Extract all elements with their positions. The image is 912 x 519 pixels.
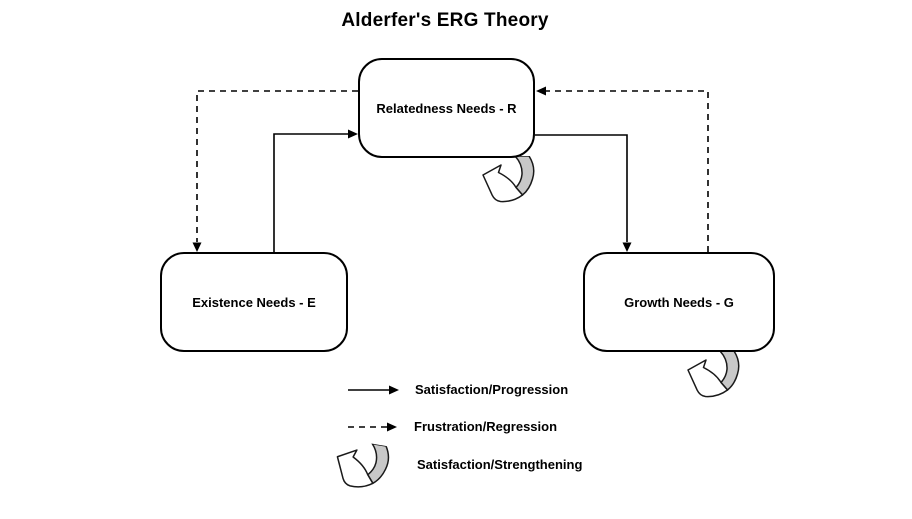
- arrowhead-right-icon: [348, 129, 358, 139]
- arrowhead-down-icon: [192, 242, 202, 252]
- curl-arrow-icon: [332, 437, 392, 493]
- arrowhead-down-icon: [622, 242, 632, 252]
- arrow-relatedness-to-existence: [192, 90, 358, 252]
- node-existence-label: Existence Needs - E: [192, 294, 316, 310]
- diagram-title: Alderfer's ERG Theory: [341, 10, 549, 31]
- legend-label-satisfaction-strengthening: Satisfaction/Strengthening: [417, 457, 583, 472]
- node-growth: Growth Needs - G: [583, 252, 775, 352]
- curl-arrow-growth: [687, 351, 740, 398]
- arrow-growth-to-relatedness: [536, 86, 709, 252]
- arrow-existence-to-relatedness: [273, 129, 358, 252]
- node-relatedness-label: Relatedness Needs - R: [376, 100, 517, 116]
- node-growth-label: Growth Needs - G: [624, 294, 734, 310]
- dashed-arrow-icon: [348, 422, 397, 432]
- arrowhead-left-icon: [536, 86, 546, 96]
- node-existence: Existence Needs - E: [160, 252, 348, 352]
- solid-arrow-icon: [348, 385, 399, 395]
- node-relatedness: Relatedness Needs - R: [358, 58, 535, 158]
- curl-arrow-relatedness: [482, 156, 535, 203]
- legend-label-satisfaction-progression: Satisfaction/Progression: [415, 382, 569, 397]
- arrow-relatedness-to-growth: [535, 134, 632, 252]
- legend-label-frustration-regression: Frustration/Regression: [414, 419, 558, 434]
